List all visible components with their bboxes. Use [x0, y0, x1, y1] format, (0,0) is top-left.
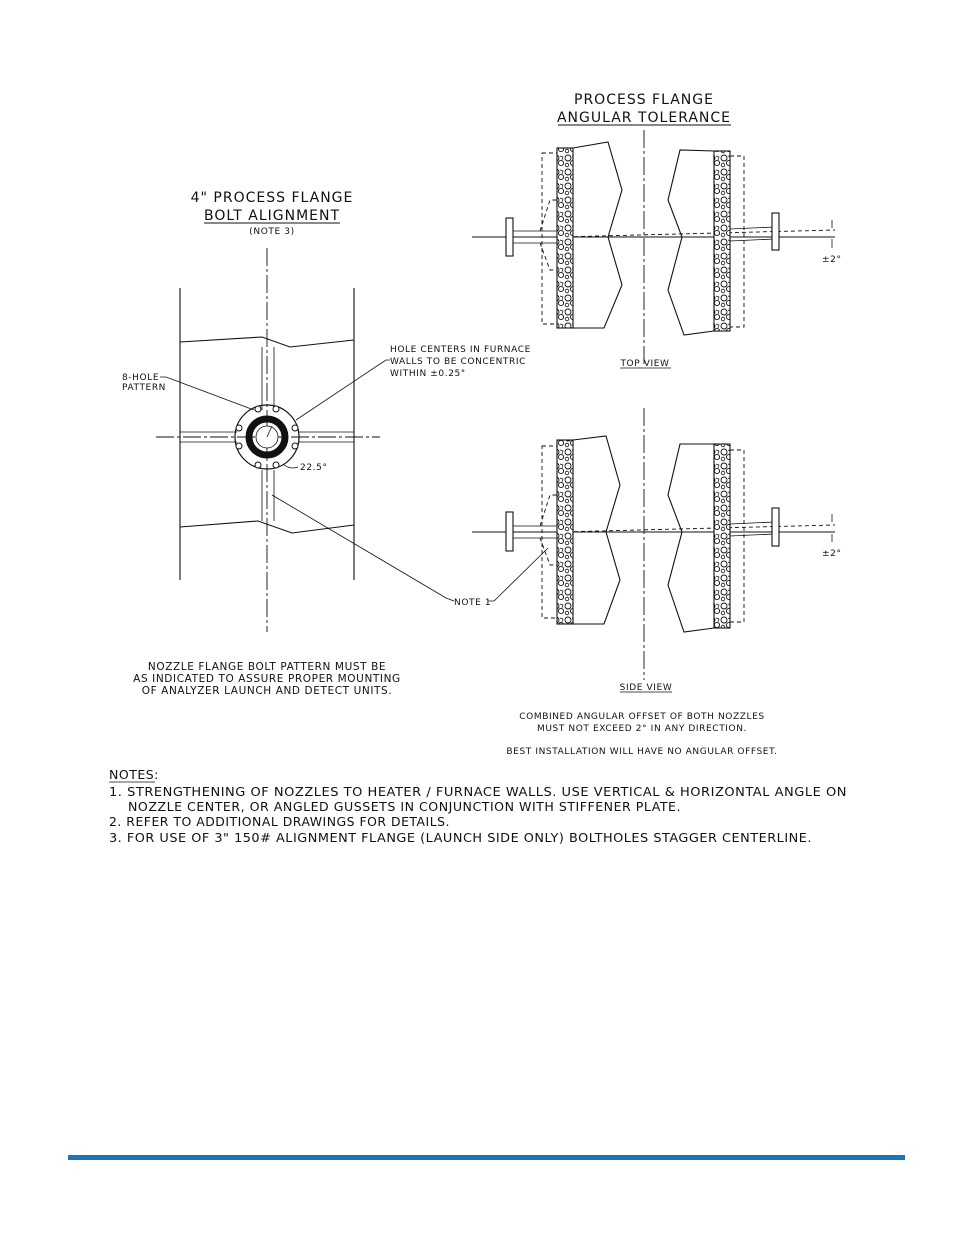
gusset-dashed — [539, 494, 557, 527]
bolt-alignment-note-ref: (NOTE 3) — [249, 227, 294, 237]
tolerance-top: ±2° — [822, 255, 842, 265]
top-view-offset-axis — [559, 229, 836, 238]
label-8-hole-line2: PATTERN — [122, 383, 166, 393]
flange-right — [771, 212, 780, 251]
side-view-offset-axis — [559, 524, 836, 533]
bolt-caption-line3: OF ANALYZER LAUNCH AND DETECT UNITS. — [142, 685, 393, 697]
nozzle-line — [729, 533, 776, 537]
label-hole-centers-line2: WALLS TO BE CONCENTRIC — [390, 357, 526, 367]
leader-note-1-right — [488, 547, 549, 602]
side-view-label: SIDE VIEW — [620, 683, 673, 693]
notes-heading: NOTES: — [109, 767, 159, 782]
notes-block: NOTES: 1. STRENGTHENING OF NOZZLES TO HE… — [109, 767, 847, 845]
angular-caption-line2: MUST NOT EXCEED 2° IN ANY DIRECTION. — [537, 724, 747, 734]
angular-tolerance-view: PROCESS FLANGE ANGULAR TOLERANCE — [472, 92, 842, 757]
note-2: 2. REFER TO ADDITIONAL DRAWINGS FOR DETA… — [109, 814, 450, 829]
wall-break-right — [667, 149, 715, 336]
footer-bar — [68, 1155, 905, 1160]
leader-8-hole — [160, 376, 255, 411]
casing-right — [729, 155, 745, 328]
label-angle: 22.5° — [300, 463, 328, 473]
bolt-caption-line1: NOZZLE FLANGE BOLT PATTERN MUST BE — [148, 661, 386, 673]
wall-break-right — [667, 443, 715, 633]
top-view: ±2° TOP VIEW — [472, 130, 842, 369]
refractory-left — [556, 147, 574, 329]
casing-left — [541, 445, 558, 619]
angular-title-line1: PROCESS FLANGE — [574, 92, 714, 108]
refractory-right — [713, 443, 731, 629]
flange-left — [505, 217, 514, 257]
label-hole-centers-line3: WITHIN ±0.25" — [390, 369, 466, 379]
gusset-dashed — [539, 537, 557, 566]
note-1-line2: NOZZLE CENTER, OR ANGLED GUSSETS IN CONJ… — [128, 799, 681, 814]
label-hole-centers-line1: HOLE CENTERS IN FURNACE — [390, 345, 531, 355]
nozzle-line — [729, 521, 776, 525]
bolt-caption-line2: AS INDICATED TO ASSURE PROPER MOUNTING — [133, 673, 401, 685]
bolt-alignment-view: 4" PROCESS FLANGE BOLT ALIGNMENT (NOTE 3… — [122, 190, 549, 697]
top-view-label: TOP VIEW — [619, 359, 669, 369]
gusset-dashed — [539, 242, 557, 271]
gusset-dashed — [539, 199, 557, 232]
label-note-1: NOTE 1 — [454, 598, 491, 608]
wall-break-top — [179, 336, 355, 348]
flange-left — [505, 511, 514, 552]
refractory-left — [556, 439, 574, 625]
nozzle-line — [729, 226, 776, 230]
side-view: ±2° SIDE VIEW — [472, 408, 842, 693]
angle-arc — [282, 463, 299, 469]
wall-break-left — [572, 141, 623, 329]
casing-right — [729, 449, 745, 623]
label-8-hole-line1: 8-HOLE — [122, 373, 159, 383]
flange-right — [771, 507, 780, 547]
nozzle-line — [729, 238, 776, 242]
bolt-alignment-title-line1: 4" PROCESS FLANGE — [191, 190, 354, 206]
wall-break-left — [572, 435, 621, 625]
angular-title-line2: ANGULAR TOLERANCE — [557, 110, 731, 126]
flange-bolt-pattern — [234, 404, 300, 470]
leader-note-1-left — [271, 494, 455, 602]
casing-left — [541, 152, 558, 325]
refractory-right — [713, 150, 731, 332]
wall-break-bottom — [179, 520, 355, 534]
note-3: 3. FOR USE OF 3" 150# ALIGNMENT FLANGE (… — [109, 830, 812, 845]
leader-hole-centers — [295, 359, 390, 421]
tolerance-side: ±2° — [822, 549, 842, 559]
note-1-line1: 1. STRENGTHENING OF NOZZLES TO HEATER / … — [109, 784, 847, 799]
bolt-alignment-title-line2: BOLT ALIGNMENT — [204, 208, 340, 224]
angular-caption-line3: BEST INSTALLATION WILL HAVE NO ANGULAR O… — [506, 747, 777, 757]
angular-caption-line1: COMBINED ANGULAR OFFSET OF BOTH NOZZLES — [519, 712, 764, 722]
